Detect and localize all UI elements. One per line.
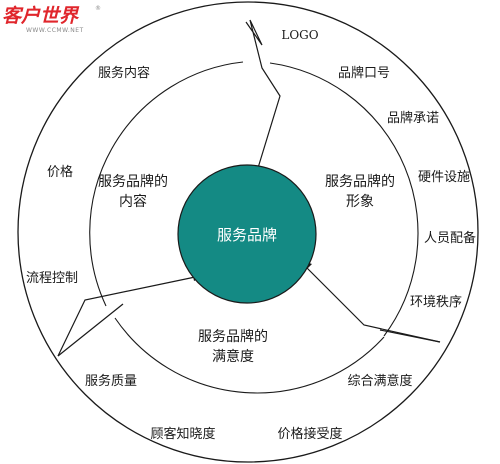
label-hardware: 硬件设施 <box>418 170 470 185</box>
sector-content-line1: 服务品牌的 <box>98 173 168 190</box>
watermark-logo: 客户世界 ® WWW.CCMW.NET <box>2 5 101 34</box>
watermark-url: WWW.CCMW.NET <box>26 27 84 34</box>
label-service-content: 服务内容 <box>98 65 150 81</box>
label-environment: 环境秩序 <box>410 295 462 310</box>
center-circle <box>177 164 317 304</box>
label-overall-satisfaction: 综合满意度 <box>347 373 412 389</box>
label-staffing: 人员配备 <box>424 230 476 246</box>
label-price-acceptance: 价格接受度 <box>277 426 342 442</box>
inner-ring-arc-bottom <box>114 317 385 394</box>
divider-left-inner <box>57 303 124 357</box>
inner-ring-arc-right <box>269 62 419 337</box>
label-service-quality: 服务质量 <box>85 373 137 389</box>
watermark-name: 客户世界 <box>2 5 80 27</box>
divider-left <box>57 275 201 357</box>
label-price: 价格 <box>47 164 73 180</box>
watermark-registered-mark: ® <box>95 5 101 12</box>
sector-image-line2: 形象 <box>346 194 374 210</box>
sector-image-line1: 服务品牌的 <box>325 173 395 190</box>
label-brand-promise: 品牌承诺 <box>387 110 439 126</box>
label-process-control: 流程控制 <box>26 271 78 286</box>
label-brand-slogan: 品牌口号 <box>338 65 390 81</box>
inner-ring-arc-left <box>89 61 244 307</box>
divider-right-inner <box>379 329 441 343</box>
outer-ring <box>17 1 479 463</box>
label-logo: LOGO <box>281 28 318 42</box>
divider-top <box>245 19 281 182</box>
sector-satisfaction-line2: 满意度 <box>212 348 254 365</box>
center-label: 服务品牌 <box>217 226 277 244</box>
sector-satisfaction-line1: 服务品牌的 <box>198 328 268 345</box>
sector-content-line2: 内容 <box>119 193 147 210</box>
label-customer-awareness: 顾客知晓度 <box>150 426 215 442</box>
